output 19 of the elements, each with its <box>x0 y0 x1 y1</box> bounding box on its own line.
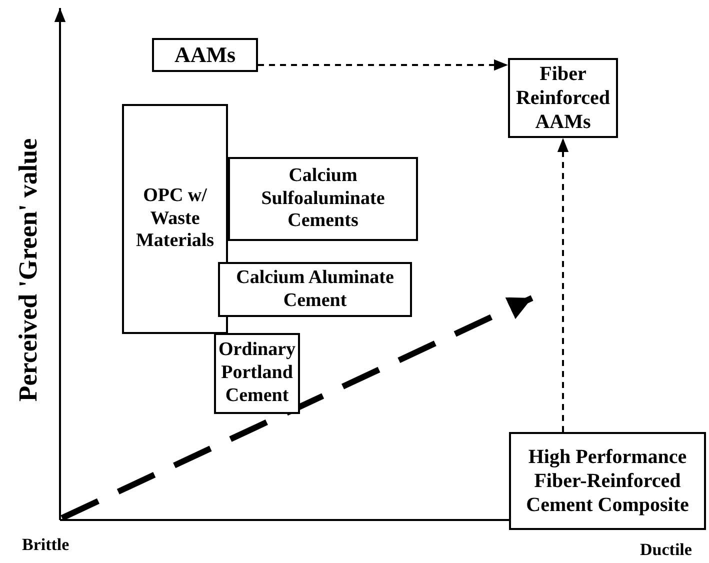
text-box <box>152 38 258 72</box>
node-label: Ordinary Portland Cement <box>218 339 296 408</box>
text-box <box>214 333 300 414</box>
arrow <box>258 59 508 71</box>
text-box <box>122 104 228 334</box>
text-box <box>228 157 418 241</box>
axis-label: Ductile <box>640 540 692 560</box>
text-box <box>218 262 412 317</box>
node-label: Calcium Sulfoaluminate Cements <box>260 164 386 234</box>
node-label: OPC w/ Waste Materials <box>134 184 216 254</box>
node-label: Fiber Reinforced AAMs <box>514 62 612 134</box>
axis-title: Perceived 'Green' value <box>13 138 44 402</box>
node-label: High Performance Fiber-Reinforced Cement Composite <box>525 445 690 517</box>
axis-label: Brittle <box>22 535 70 555</box>
node-label: Calcium Aluminate Cement <box>235 266 395 312</box>
text-box <box>508 58 618 138</box>
node-label: AAMs <box>174 42 236 68</box>
text-box <box>509 432 706 530</box>
arrow <box>557 138 569 432</box>
